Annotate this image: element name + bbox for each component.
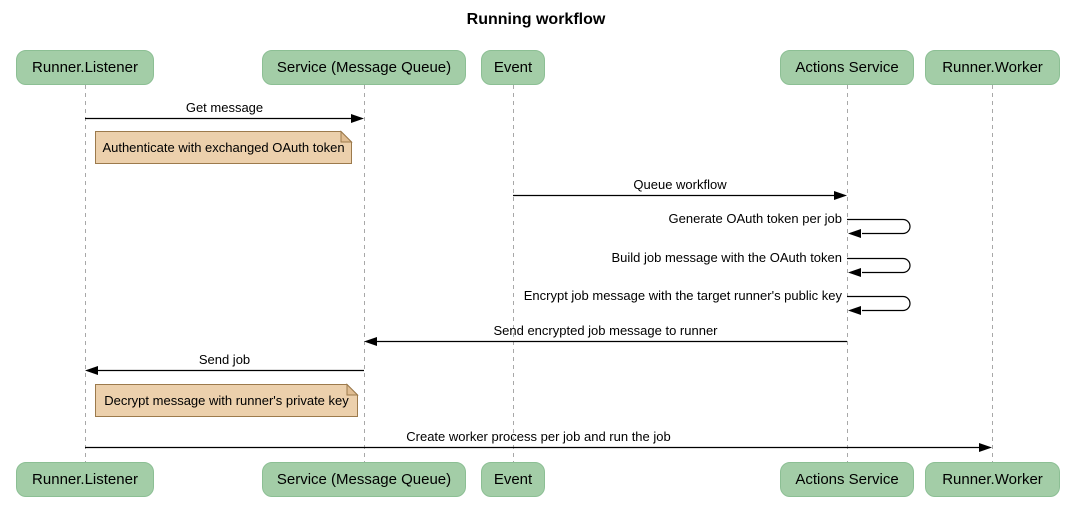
message-arrowhead-7 xyxy=(85,366,98,375)
note-label-1: Authenticate with exchanged OAuth token xyxy=(102,140,345,155)
message-arrowhead-6 xyxy=(364,337,377,346)
message-label-9: Create worker process per job and run th… xyxy=(406,429,671,444)
diagram-title: Running workflow xyxy=(466,11,606,28)
note-fold-8 xyxy=(346,383,359,396)
actor-box-top-runner-listener: Runner.Listener xyxy=(16,50,154,85)
message-label-7: Send job xyxy=(198,352,251,367)
self-message-label-5: Encrypt job message with the target runn… xyxy=(523,288,842,303)
self-loop-arrowhead-3 xyxy=(848,229,861,238)
note-body-8 xyxy=(95,384,358,417)
self-loop-3 xyxy=(847,218,911,235)
self-loop-4 xyxy=(847,257,911,274)
note-fold-1 xyxy=(340,130,353,143)
message-arrowhead-2 xyxy=(834,191,847,200)
actor-box-bottom-actions-service: Actions Service xyxy=(780,462,914,497)
actor-box-top-service-mq: Service (Message Queue) xyxy=(262,50,466,85)
actor-box-bottom-event: Event xyxy=(481,462,545,497)
message-arrowhead-0 xyxy=(351,114,364,123)
actor-box-bottom-service-mq: Service (Message Queue) xyxy=(262,462,466,497)
actor-box-top-runner-worker: Runner.Worker xyxy=(925,50,1060,85)
self-message-label-3: Generate OAuth token per job xyxy=(668,211,842,226)
self-message-label-4: Build job message with the OAuth token xyxy=(611,250,842,265)
note-body-1 xyxy=(95,131,352,164)
self-loop-arrowhead-4 xyxy=(848,268,861,277)
actor-box-bottom-runner-worker: Runner.Worker xyxy=(925,462,1060,497)
self-loop-5 xyxy=(847,295,911,312)
actor-box-top-event: Event xyxy=(481,50,545,85)
message-arrowhead-9 xyxy=(979,443,992,452)
message-label-2: Queue workflow xyxy=(633,177,727,192)
actor-box-top-actions-service: Actions Service xyxy=(780,50,914,85)
self-loop-arrowhead-5 xyxy=(848,306,861,315)
message-label-0: Get message xyxy=(185,100,264,115)
message-label-6: Send encrypted job message to runner xyxy=(493,323,718,338)
actor-box-bottom-runner-listener: Runner.Listener xyxy=(16,462,154,497)
note-label-8: Decrypt message with runner's private ke… xyxy=(104,393,349,408)
